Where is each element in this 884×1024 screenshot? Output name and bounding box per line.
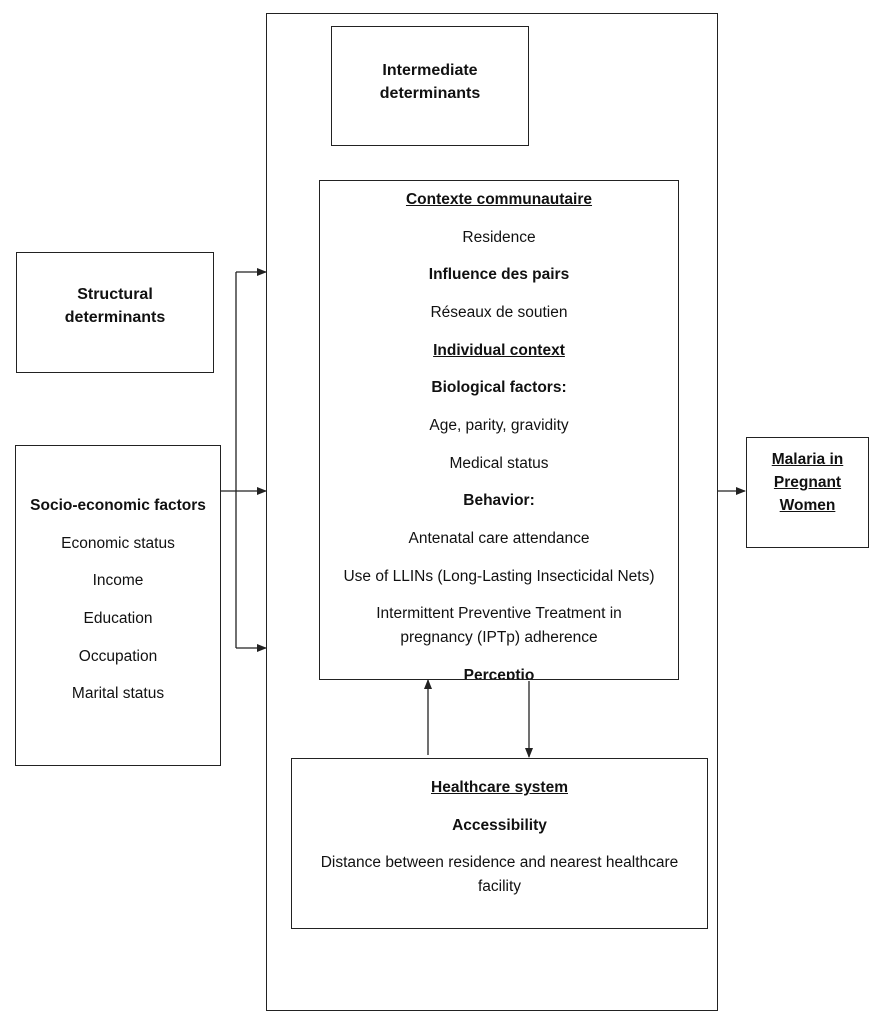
socio-item-economic-status: Economic status	[61, 535, 175, 552]
healthcare-distance-line2: facility	[477, 878, 522, 895]
community-peer-influence: Influence des pairs	[428, 266, 570, 283]
intermediate-determinants-box: Intermediate determinants	[331, 26, 529, 146]
biological-medical-status: Medical status	[449, 455, 549, 472]
structural-title-line1: Structural	[77, 286, 153, 303]
behavior-heading: Behavior:	[463, 492, 535, 509]
community-support-networks: Réseaux de soutien	[430, 304, 568, 321]
socio-item-income: Income	[92, 572, 144, 589]
community-context-box: Contexte communautaire Residence Influen…	[319, 180, 679, 680]
behavior-antenatal: Antenatal care attendance	[408, 530, 590, 547]
intermediate-container	[266, 13, 718, 1011]
outcome-line2: Pregnant	[773, 474, 842, 491]
structural-determinants-box: Structural determinants	[16, 252, 214, 373]
socio-economic-title: Socio-economic factors	[30, 497, 206, 514]
socio-item-marital-status: Marital status	[71, 685, 165, 702]
behavior-llin: Use of LLINs (Long-Lasting Insecticidal …	[343, 568, 655, 585]
socio-item-education: Education	[83, 610, 153, 627]
outcome-line3: Women	[779, 497, 836, 514]
socio-item-occupation: Occupation	[78, 648, 158, 665]
healthcare-system-box: Healthcare system Accessibility Distance…	[291, 758, 708, 929]
structural-title-line2: determinants	[64, 309, 166, 326]
biological-factors-heading: Biological factors:	[431, 379, 567, 396]
outcome-line1: Malaria in	[771, 451, 844, 468]
behavior-cut-off-text: Perceptio	[463, 667, 535, 680]
community-residence: Residence	[462, 229, 536, 246]
healthcare-accessibility: Accessibility	[452, 817, 547, 834]
behavior-iptp-line1: Intermittent Preventive Treatment in	[376, 605, 622, 622]
intermediate-title-line2: determinants	[379, 85, 481, 102]
outcome-box: Malaria in Pregnant Women	[746, 437, 869, 548]
intermediate-title-line1: Intermediate	[382, 62, 478, 79]
behavior-iptp-line2: pregnancy (IPTp) adherence	[400, 629, 598, 646]
biological-age-parity: Age, parity, gravidity	[429, 417, 569, 434]
community-heading: Contexte communautaire	[405, 191, 593, 208]
individual-context-heading: Individual context	[433, 342, 565, 359]
healthcare-distance-line1: Distance between residence and nearest h…	[320, 854, 679, 871]
healthcare-heading: Healthcare system	[431, 779, 568, 796]
socio-economic-box: Socio-economic factors Economic status I…	[15, 445, 221, 766]
